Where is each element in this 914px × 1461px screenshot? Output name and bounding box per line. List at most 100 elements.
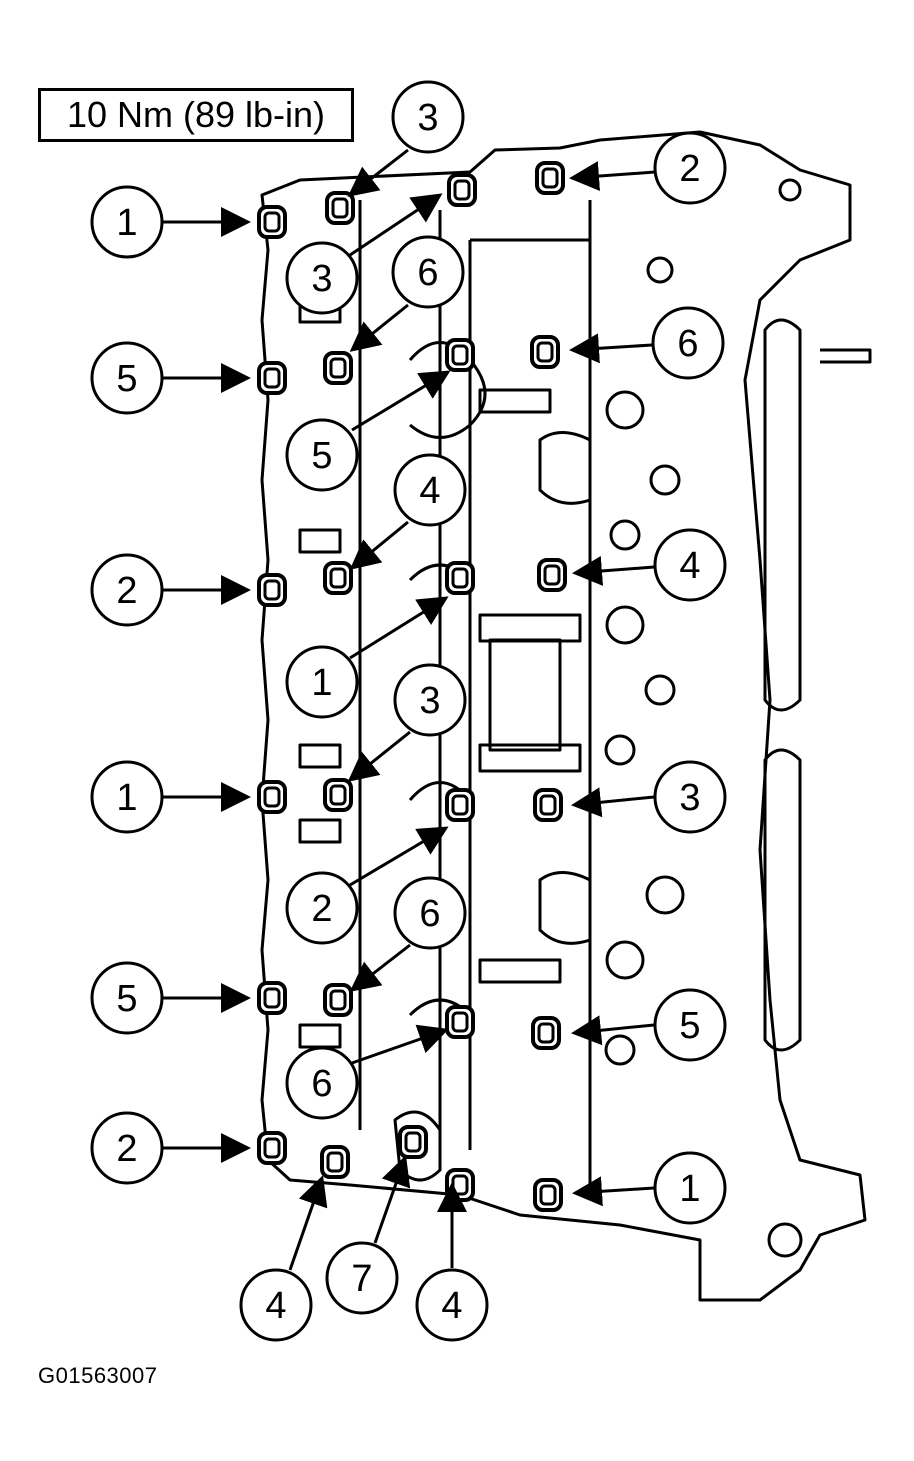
bolt-head xyxy=(257,205,287,239)
callout-number: 3 xyxy=(679,777,700,819)
bolt-head xyxy=(257,361,287,395)
callout-leader-arrow xyxy=(373,1155,411,1244)
figure-id-label: G01563007 xyxy=(38,1363,158,1388)
callout-number: 5 xyxy=(679,1005,700,1047)
callout-leader-arrow xyxy=(572,1176,655,1207)
callout-bubble: 2 xyxy=(285,871,359,945)
bolt-head xyxy=(445,561,475,595)
callout-leader-arrow xyxy=(569,161,656,192)
callout-number: 4 xyxy=(265,1285,286,1327)
bolt-head xyxy=(325,191,355,225)
callout-number: 7 xyxy=(351,1258,372,1300)
callout-bubble: 3 xyxy=(391,80,465,154)
callout-bubble: 5 xyxy=(90,341,164,415)
callout-leader-arrow xyxy=(569,333,653,364)
callout-number: 1 xyxy=(679,1168,700,1210)
figure-id: G01563007 xyxy=(38,1363,158,1389)
callout-bubble: 2 xyxy=(653,131,727,205)
callout-number: 4 xyxy=(419,470,440,512)
callout-bubble: 3 xyxy=(393,663,467,737)
bolt-head xyxy=(530,335,560,369)
bolt-head xyxy=(445,338,475,372)
bolt-head xyxy=(323,778,353,812)
callout-number: 6 xyxy=(677,323,698,365)
callout-number: 6 xyxy=(311,1063,332,1105)
callout-leader-arrow xyxy=(347,148,409,197)
callout-bubble: 2 xyxy=(90,553,164,627)
callout-number: 4 xyxy=(441,1285,462,1327)
callout-leader-arrow xyxy=(349,303,409,352)
callout-bubble: 4 xyxy=(393,453,467,527)
callout-number: 2 xyxy=(679,148,700,190)
callout-number: 5 xyxy=(116,978,137,1020)
callout-leader-arrow xyxy=(349,826,449,887)
callout-bubble: 6 xyxy=(391,235,465,309)
bolt-head xyxy=(323,351,353,385)
bolt-head xyxy=(447,173,477,207)
callout-bubble: 5 xyxy=(653,988,727,1062)
callout-number: 5 xyxy=(311,435,332,477)
callout-number: 1 xyxy=(116,202,137,244)
callout-number: 4 xyxy=(679,545,700,587)
bolt-head xyxy=(398,1125,428,1159)
bolt-head xyxy=(537,558,567,592)
callout-bubble: 6 xyxy=(393,876,467,950)
callout-bubble: 5 xyxy=(285,418,359,492)
callout-number: 3 xyxy=(419,680,440,722)
bolt-head xyxy=(445,788,475,822)
callout-number: 2 xyxy=(116,1128,137,1170)
callout-leader-arrow xyxy=(349,596,449,660)
bolt-head xyxy=(323,561,353,595)
bolt-head xyxy=(535,161,565,195)
callout-bubble: 3 xyxy=(653,760,727,834)
callout-number: 2 xyxy=(116,570,137,612)
callout-leader-arrow xyxy=(349,520,409,570)
callout-number: 3 xyxy=(417,97,438,139)
bolt-head xyxy=(257,1131,287,1165)
callout-leader-arrow xyxy=(572,555,655,586)
callout-leader-arrow xyxy=(571,787,655,818)
callout-leader-arrow xyxy=(288,1175,328,1271)
bolt-head xyxy=(445,1005,475,1039)
callout-bubble: 6 xyxy=(651,306,725,380)
bolt-head xyxy=(257,981,287,1015)
callout-bubble: 4 xyxy=(653,528,727,602)
bolt-head xyxy=(320,1145,350,1179)
callout-number: 6 xyxy=(419,893,440,935)
bolt-head xyxy=(533,788,563,822)
callout-bubble: 4 xyxy=(239,1268,313,1342)
callout-number: 1 xyxy=(116,777,137,819)
callout-leader-arrow xyxy=(351,1024,449,1065)
callout-number: 6 xyxy=(417,252,438,294)
callout-bubble: 1 xyxy=(285,645,359,719)
callout-number: 5 xyxy=(116,358,137,400)
bolt-head xyxy=(257,780,287,814)
callout-bubble: 7 xyxy=(325,1241,399,1315)
cylinder-head-outline xyxy=(260,130,872,1302)
torque-spec-label: 10 Nm (89 lb-in) xyxy=(66,94,326,135)
callout-bubble: 3 xyxy=(285,241,359,315)
bolt-group xyxy=(257,161,567,1212)
callout-leader-arrow xyxy=(349,943,411,992)
callout-bubble: 1 xyxy=(653,1151,727,1225)
callout-bubble: 1 xyxy=(90,185,164,259)
callout-leader-arrow xyxy=(347,730,411,782)
callout-bubble: 1 xyxy=(90,760,164,834)
callout-leader-arrow xyxy=(571,1015,655,1046)
bolt-head xyxy=(533,1178,563,1212)
torque-spec-box: 10 Nm (89 lb-in) xyxy=(38,88,354,142)
leader-group xyxy=(162,148,656,1271)
bolt-head xyxy=(323,983,353,1017)
bolt-head xyxy=(257,573,287,607)
callout-bubble: 6 xyxy=(285,1046,359,1120)
callout-group: 3 2 1 3 6 6 5 5 4 2 4 1 3 1 3 2 6 5 5 6 2 1 4 7 4 xyxy=(90,80,727,1342)
callout-bubble: 2 xyxy=(90,1111,164,1185)
bolt-head xyxy=(531,1016,561,1050)
callout-leader-arrow xyxy=(349,193,443,257)
callout-bubble: 5 xyxy=(90,961,164,1035)
callout-number: 1 xyxy=(311,662,332,704)
callout-number: 3 xyxy=(311,258,332,300)
callout-number: 2 xyxy=(311,888,332,930)
callout-leader-arrow xyxy=(351,370,451,432)
